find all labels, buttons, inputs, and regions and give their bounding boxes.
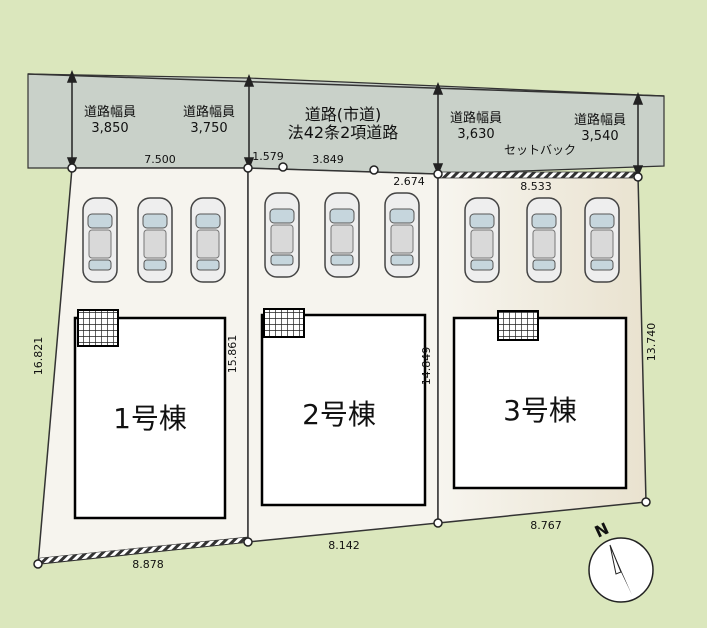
- entrance-2: [263, 308, 305, 338]
- parking-area: [82, 192, 620, 283]
- car-icon: [526, 197, 562, 283]
- road-width-3-value: 3,630: [457, 127, 494, 142]
- building-1: [73, 316, 227, 520]
- dim-front-2a: 1.579: [252, 150, 284, 163]
- road-article: 法42条2項道路: [288, 123, 399, 142]
- car-icon: [324, 192, 360, 278]
- dim-front-2c: 2.674: [393, 175, 425, 188]
- dim-back-3: 8.767: [530, 519, 562, 532]
- road-width-1-value: 3,850: [91, 121, 128, 136]
- road-width-4-value: 3,540: [581, 129, 618, 144]
- compass-label: N: [592, 519, 612, 542]
- survey-points: [33, 162, 651, 569]
- road-width-2-value: 3,750: [190, 121, 227, 136]
- setback-hatch: [437, 171, 639, 179]
- car-icon: [190, 197, 226, 283]
- road-name: 道路(市道): [305, 105, 382, 124]
- car-icon: [584, 197, 620, 283]
- dim-front-2b: 3.849: [312, 153, 344, 166]
- dim-front-1: 7.500: [144, 153, 176, 166]
- entrance-3: [497, 310, 539, 341]
- building-3: [452, 316, 628, 490]
- dim-back-2: 8.142: [328, 539, 360, 552]
- car-icon: [384, 192, 420, 278]
- car-icon: [137, 197, 173, 283]
- building-2: [260, 313, 427, 507]
- car-icon: [82, 197, 118, 283]
- dim-front-3: 8.533: [520, 180, 552, 193]
- setback-label: セットバック: [504, 143, 576, 157]
- dim-div-2: 14.849: [420, 347, 433, 386]
- building-1-label: 1号棟: [113, 402, 187, 435]
- road-width-1-label: 道路幅員: [84, 104, 136, 120]
- dim-left: 16.821: [32, 337, 45, 376]
- entrance-1: [77, 309, 119, 347]
- dim-div-1: 15.861: [226, 335, 239, 374]
- dim-back-1: 8.878: [132, 558, 164, 571]
- dim-right: 13.740: [645, 323, 658, 362]
- car-icon: [464, 197, 500, 283]
- road-edge: [27, 73, 665, 97]
- road-width-arrows: [66, 69, 644, 179]
- car-icon: [264, 192, 300, 278]
- building-3-label: 3号棟: [503, 394, 577, 427]
- compass-icon: N: [588, 519, 654, 603]
- road-width-3-label: 道路幅員: [450, 110, 502, 126]
- road-width-4-label: 道路幅員: [574, 112, 626, 128]
- building-2-label: 2号棟: [302, 398, 376, 431]
- road-width-2-label: 道路幅員: [183, 104, 235, 120]
